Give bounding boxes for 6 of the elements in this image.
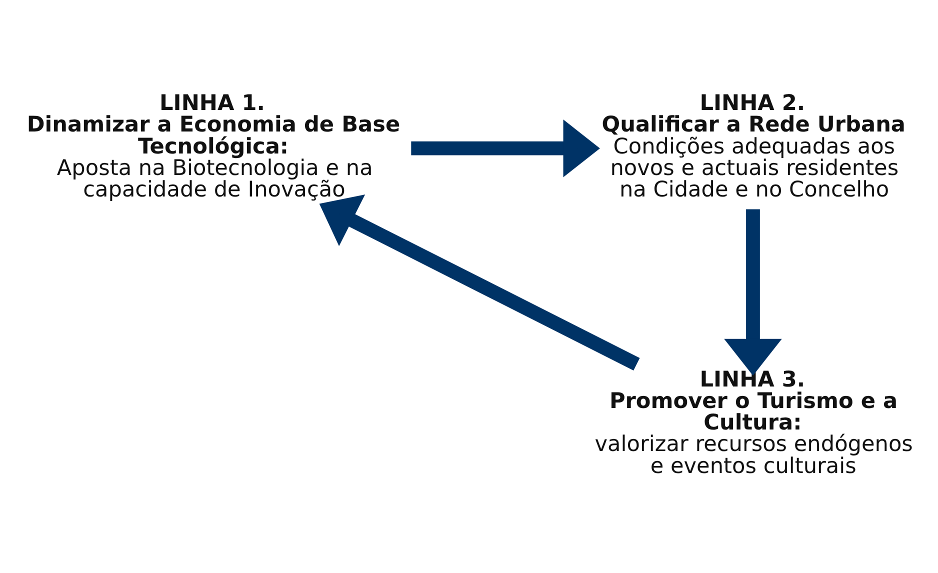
arrow	[724, 209, 782, 376]
arrow	[319, 194, 640, 370]
node-text: LINHA 1. Dinamizar a Economia de Base Tecnológica: Aposta na Biotecnologia e na capacidade de Inovação	[26, 91, 400, 203]
node-text: LINHA 2. Qualificar a Rede Urbana Condições adequadas aos novos e actuais residentes na Cidade e no Concelho	[602, 91, 906, 203]
arrow	[411, 119, 600, 178]
node-text: LINHA 3. Promover o Turismo e a Cultura: valorizar recursos endógenos e eventos culturais	[594, 367, 913, 479]
